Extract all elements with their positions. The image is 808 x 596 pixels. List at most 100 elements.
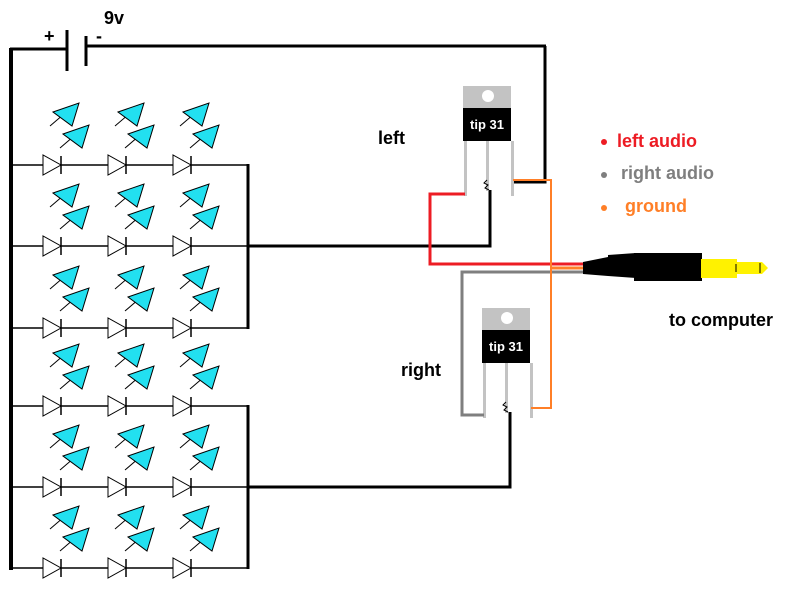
diode-triangle: [107, 476, 128, 498]
diode-triangle: [42, 557, 63, 579]
emission-arrow-head: [181, 505, 210, 530]
emission-arrow-head: [126, 287, 155, 312]
transistor-lead: [464, 141, 467, 196]
led-row: [11, 183, 248, 257]
legend-right-audio: right audio: [621, 163, 714, 183]
legend-left-audio: left audio: [617, 131, 697, 151]
led-row: [11, 102, 248, 176]
emission-arrow-head: [61, 365, 90, 390]
right-transistor-label: right: [401, 360, 441, 380]
emission-arrow-head: [126, 446, 155, 471]
led: [42, 265, 90, 339]
base-resistor-squiggle: [483, 179, 490, 191]
diode-triangle: [172, 476, 193, 498]
emission-arrow-head: [116, 343, 145, 368]
led: [107, 265, 155, 339]
led: [107, 424, 155, 498]
right-base-wire: [248, 412, 512, 489]
diode-triangle: [107, 557, 128, 579]
emission-arrow-head: [61, 446, 90, 471]
emission-arrow-head: [126, 205, 155, 230]
battery-voltage-label: 9v: [104, 8, 125, 28]
diode-triangle: [172, 235, 193, 257]
legend-bullet-left-audio: [601, 139, 607, 145]
transistor-lead: [505, 363, 508, 413]
led: [107, 343, 155, 417]
emission-arrow-head: [51, 343, 80, 368]
transistor-lead: [483, 363, 486, 418]
emission-arrow-head: [126, 124, 155, 149]
led: [107, 183, 155, 257]
emission-arrow-head: [51, 183, 80, 208]
emission-arrow-head: [116, 505, 145, 530]
emission-arrow-head: [116, 102, 145, 127]
diode-triangle: [42, 395, 63, 417]
jack-label: to computer: [669, 310, 774, 330]
diode-triangle: [107, 395, 128, 417]
ground-wire-vertical: [513, 179, 552, 409]
left-audio-wire: [428, 192, 590, 266]
base-resistor-squiggle: [502, 401, 509, 413]
left-base-wire: [248, 190, 492, 248]
led: [42, 424, 90, 498]
diode-triangle: [42, 317, 63, 339]
emission-arrow-head: [191, 287, 220, 312]
diode-triangle: [107, 235, 128, 257]
jack-handle: [634, 253, 702, 281]
jack-sleeve: [701, 259, 737, 278]
transistor-part-label: tip 31: [489, 339, 523, 354]
led: [42, 102, 90, 176]
diode-triangle: [172, 557, 193, 579]
emission-arrow-head: [191, 124, 220, 149]
emission-arrow-head: [61, 124, 90, 149]
led: [42, 505, 90, 579]
transistor-body: [482, 330, 530, 363]
emission-arrow-head: [51, 424, 80, 449]
led: [172, 424, 220, 498]
emission-arrow-head: [51, 505, 80, 530]
transistor-lead: [511, 141, 514, 196]
emission-arrow-head: [181, 424, 210, 449]
emission-arrow-head: [181, 183, 210, 208]
led: [172, 265, 220, 339]
led-rows: [11, 102, 248, 579]
transistor-lead: [530, 363, 533, 418]
diode-triangle: [172, 317, 193, 339]
emission-arrow-head: [191, 527, 220, 552]
emission-arrow-head: [51, 102, 80, 127]
audio-jack: [583, 253, 768, 281]
emission-arrow-head: [51, 265, 80, 290]
diode-triangle: [107, 317, 128, 339]
led: [172, 505, 220, 579]
led: [172, 102, 220, 176]
led: [107, 102, 155, 176]
legend-bullet-ground: [601, 205, 607, 211]
emission-arrow-head: [116, 183, 145, 208]
legend-bullet-right-audio: [601, 172, 607, 178]
jack-strain-relief: [583, 253, 636, 278]
led-row: [11, 265, 248, 339]
diode-triangle: [172, 395, 193, 417]
led: [42, 183, 90, 257]
transistor-part-label: tip 31: [470, 117, 504, 132]
diode-triangle: [42, 154, 63, 176]
left-transistor-label: left: [378, 128, 405, 148]
emission-arrow-head: [61, 287, 90, 312]
emission-arrow-head: [116, 265, 145, 290]
battery-minus-label: -: [96, 26, 102, 46]
led-row: [11, 424, 248, 498]
led: [107, 505, 155, 579]
emission-arrow-head: [126, 527, 155, 552]
emission-arrow-head: [126, 365, 155, 390]
diode-triangle: [42, 235, 63, 257]
emission-arrow-head: [181, 265, 210, 290]
emission-arrow-head: [116, 424, 145, 449]
emission-arrow-head: [61, 205, 90, 230]
diode-triangle: [107, 154, 128, 176]
led: [42, 343, 90, 417]
jack-tip: [736, 262, 768, 274]
battery-plus-label: +: [44, 26, 55, 46]
negative-to-emitter-wire: [513, 46, 547, 184]
transistor-lead: [486, 141, 489, 191]
